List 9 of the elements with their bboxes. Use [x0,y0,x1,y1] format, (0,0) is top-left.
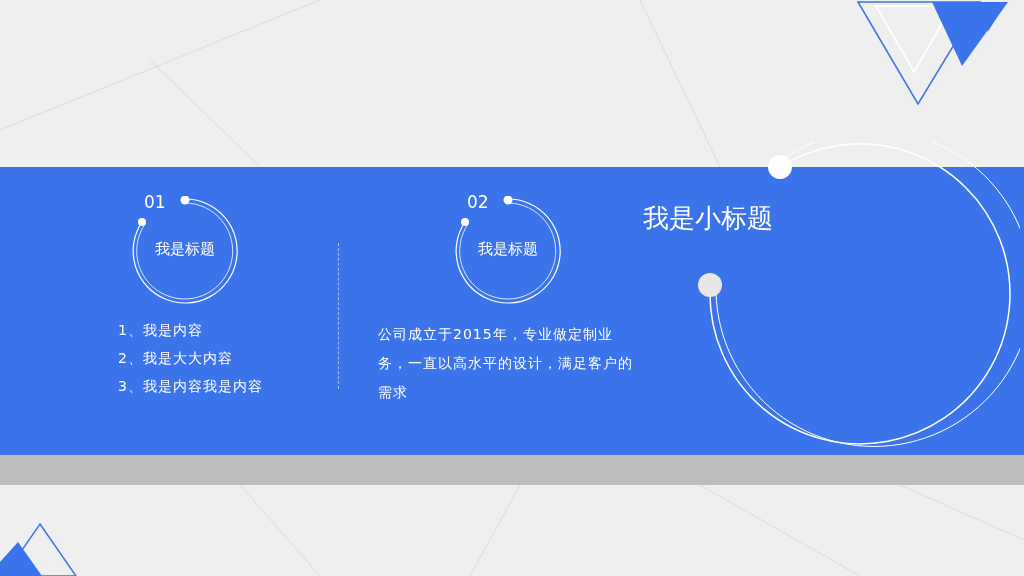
subtitle: 我是小标题 [643,202,773,235]
step-number: 02 [467,192,489,212]
list-item: 2、我是大大内容 [118,350,233,368]
list-item: 1、我是内容 [118,322,203,340]
paragraph: 公司成立于2015年，专业做定制业务，一直以高水平的设计，满足客户的需求 [378,325,634,402]
step-number: 01 [144,192,166,212]
list-item: 3、我是内容我是内容 [118,378,263,396]
node-title: 我是标题 [477,240,539,259]
node-title: 我是标题 [154,240,216,259]
